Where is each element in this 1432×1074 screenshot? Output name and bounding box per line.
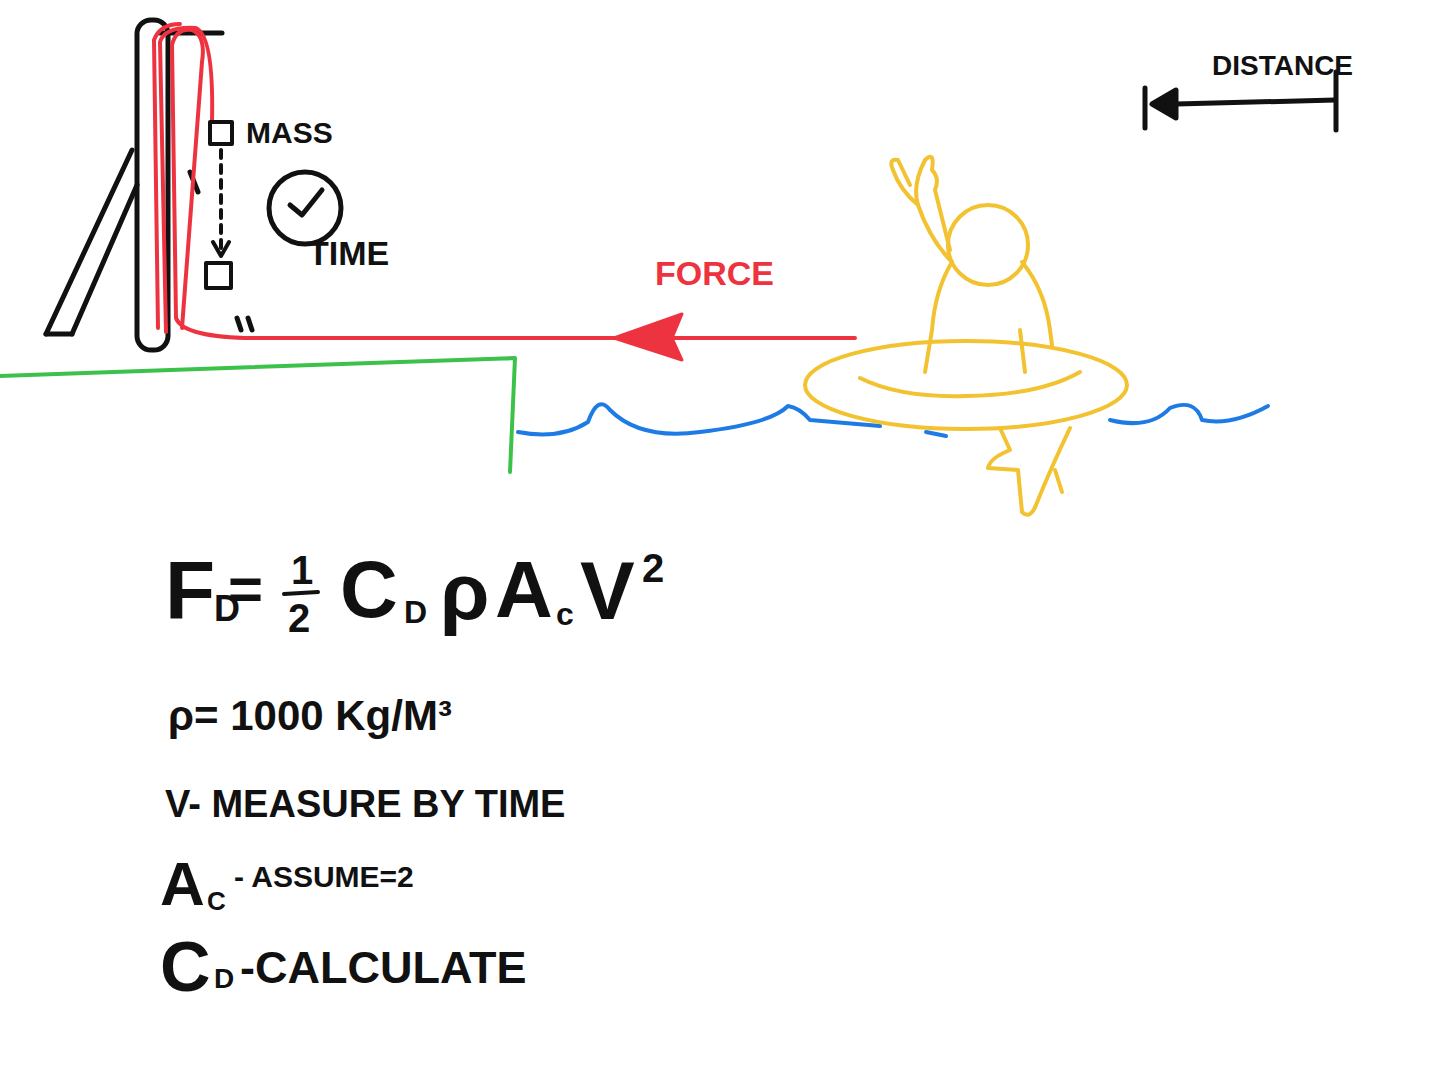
scale-end <box>1143 88 1148 128</box>
formula-subscript: c <box>556 598 574 630</box>
note-subscript: C <box>207 888 226 914</box>
note-line: - ASSUME=2 <box>234 862 414 892</box>
tick-mark <box>248 318 252 330</box>
water-wave <box>1110 405 1268 423</box>
note-line: V- MEASURE BY TIME <box>165 785 565 823</box>
tripod-foot <box>46 332 72 337</box>
person-body <box>925 262 952 372</box>
tripod-leg <box>46 150 132 334</box>
dimension-label: DISTANCE <box>1212 52 1353 80</box>
tripod-leg <box>72 185 137 334</box>
formula-superscript: 2 <box>642 548 664 588</box>
rope <box>154 24 855 338</box>
formula-number: 1 <box>291 550 313 590</box>
formula-symbol: V <box>580 550 635 632</box>
formula-symbol: A <box>495 550 553 630</box>
formula-symbol: ρ <box>440 552 490 632</box>
fraction-bar <box>284 592 318 594</box>
formula-subscript: D <box>404 596 427 628</box>
force-label: FORCE <box>655 256 774 290</box>
rope-line <box>154 24 180 328</box>
person-foot <box>1055 470 1062 492</box>
tube-inner <box>860 372 1080 396</box>
tick-mark <box>237 318 241 330</box>
scale-line <box>1176 100 1335 104</box>
formula-symbol: F <box>165 550 215 632</box>
person-hand <box>891 160 918 205</box>
clock-icon <box>269 172 341 244</box>
note-subscript: D <box>214 965 234 993</box>
clock-face <box>269 172 341 244</box>
swim-tube <box>805 341 1127 429</box>
person-body <box>1022 262 1052 345</box>
formula-symbol: = <box>228 559 263 619</box>
mass-box <box>210 122 232 144</box>
force-arrowhead <box>614 314 682 360</box>
person-arm <box>916 157 952 262</box>
rope-line <box>172 30 855 338</box>
person-legs <box>988 428 1070 515</box>
water-wave <box>926 432 946 436</box>
note-symbol: C <box>160 932 211 1002</box>
person-in-tube <box>805 157 1127 515</box>
person-head <box>948 205 1028 285</box>
person-arm <box>1020 330 1025 372</box>
water <box>518 404 1268 436</box>
pole-stand <box>46 20 252 350</box>
formula-symbol: C <box>340 550 398 630</box>
part-label: MASS <box>246 118 333 148</box>
part-label: TIME <box>308 236 389 270</box>
ground-edge <box>0 358 515 472</box>
note-line: ρ= 1000 Kg/M³ <box>168 695 452 737</box>
clock-hands <box>290 190 322 215</box>
mass-drop <box>206 122 232 288</box>
mass-box <box>206 263 231 288</box>
note-symbol: A <box>160 853 205 915</box>
drop-arrowhead <box>213 242 229 256</box>
formula-number: 2 <box>288 598 310 638</box>
drop-line <box>219 150 223 248</box>
scale-arrowhead <box>1152 90 1176 118</box>
distance-scale <box>1145 72 1336 130</box>
scale-end <box>1334 72 1339 130</box>
note-line: -CALCULATE <box>240 945 527 990</box>
